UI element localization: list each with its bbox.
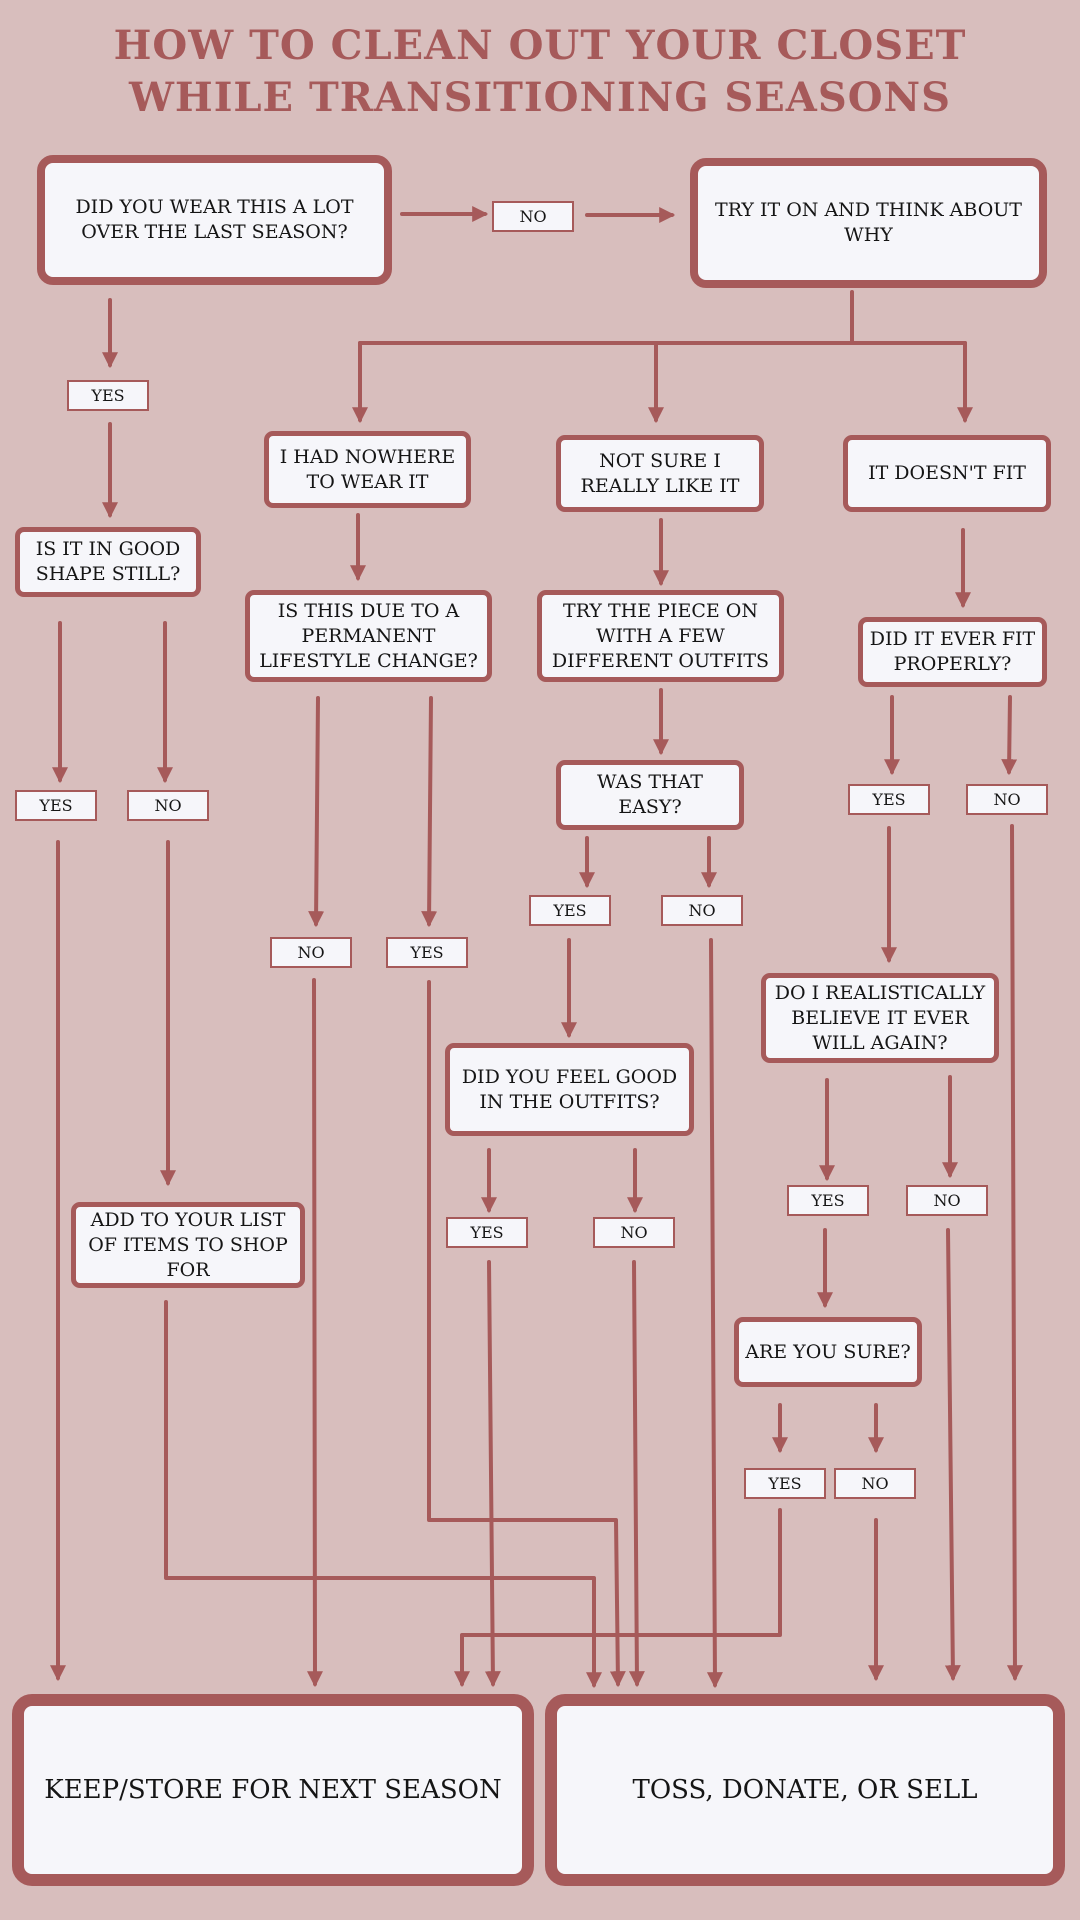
label-no-lifestyle: NO [270,937,352,968]
question-permanent-change: IS THIS DUE TO A PERMANENT LIFESTYLE CHA… [245,590,492,682]
label-yes-lifestyle: YES [386,937,468,968]
arrow-yes-to-toss [427,980,626,1688]
label-yes-wear: YES [67,380,149,411]
arrow-permanent-to-no [308,696,325,928]
label-no-easy: NO [661,895,743,926]
label-no-top: NO [492,201,574,232]
arrow-permanent-to-yes [421,696,438,928]
label-yes-sure: YES [744,1468,826,1499]
label-yes-shape: YES [15,790,97,821]
arrow-no-to-toss-2 [628,1260,645,1688]
label-yes-realistic: YES [787,1185,869,1216]
question-are-you-sure: ARE YOU SURE? [734,1317,922,1387]
label-yes-easy: YES [529,895,611,926]
arrow-no-to-toss [706,938,723,1689]
label-no-shape: NO [127,790,209,821]
title-line-2: WHILE TRANSITIONING SEASONS [129,74,951,121]
label-no-realistic: NO [906,1185,988,1216]
diagram-title: HOW TO CLEAN OUT YOUR CLOSET WHILE TRANS… [0,20,1080,124]
question-realistically: DO I REALISTICALLY BELIEVE IT EVER WILL … [761,973,999,1063]
arrow-add-to-toss [164,1300,602,1689]
question-ever-fit: DID IT EVER FIT PROPERLY? [858,617,1047,687]
question-good-shape: IS IT IN GOOD SHAPE STILL? [15,527,201,597]
step-add-to-list: ADD TO YOUR LIST OF ITEMS TO SHOP FOR [71,1202,305,1288]
question-was-easy: WAS THAT EASY? [556,760,744,830]
label-yes-fit: YES [848,784,930,815]
arrow-yes-to-keep-3 [454,1508,782,1688]
label-no-sure: NO [834,1468,916,1499]
question-feel-good: DID YOU FEEL GOOD IN THE OUTFITS? [445,1043,694,1136]
reason-doesnt-fit: IT DOESN'T FIT [843,435,1051,512]
arrow-no-to-toss-3 [1006,824,1023,1682]
outcome-toss-donate-sell: TOSS, DONATE, OR SELL [545,1694,1065,1886]
arrow-no-to-toss-4 [944,1228,961,1682]
label-no-fit: NO [966,784,1048,815]
label-yes-feel: YES [446,1217,528,1248]
question-wear-a-lot: DID YOU WEAR THIS A LOT OVER THE LAST SE… [37,155,392,285]
step-try-it-on: TRY IT ON AND THINK ABOUT WHY [690,158,1047,288]
arrow-ever-to-no [1001,695,1018,776]
arrow-yes-to-keep-2 [484,1260,501,1688]
title-line-1: HOW TO CLEAN OUT YOUR CLOSET [113,22,967,69]
arrow-no-to-keep [306,978,323,1688]
reason-not-sure-like: NOT SURE I REALLY LIKE IT [556,435,764,512]
outcome-keep-store: KEEP/STORE FOR NEXT SEASON [12,1694,534,1886]
label-no-feel: NO [593,1217,675,1248]
reason-nowhere-to-wear: I HAD NOWHERE TO WEAR IT [264,431,471,508]
step-try-outfits: TRY THE PIECE ON WITH A FEW DIFFERENT OU… [537,590,784,682]
